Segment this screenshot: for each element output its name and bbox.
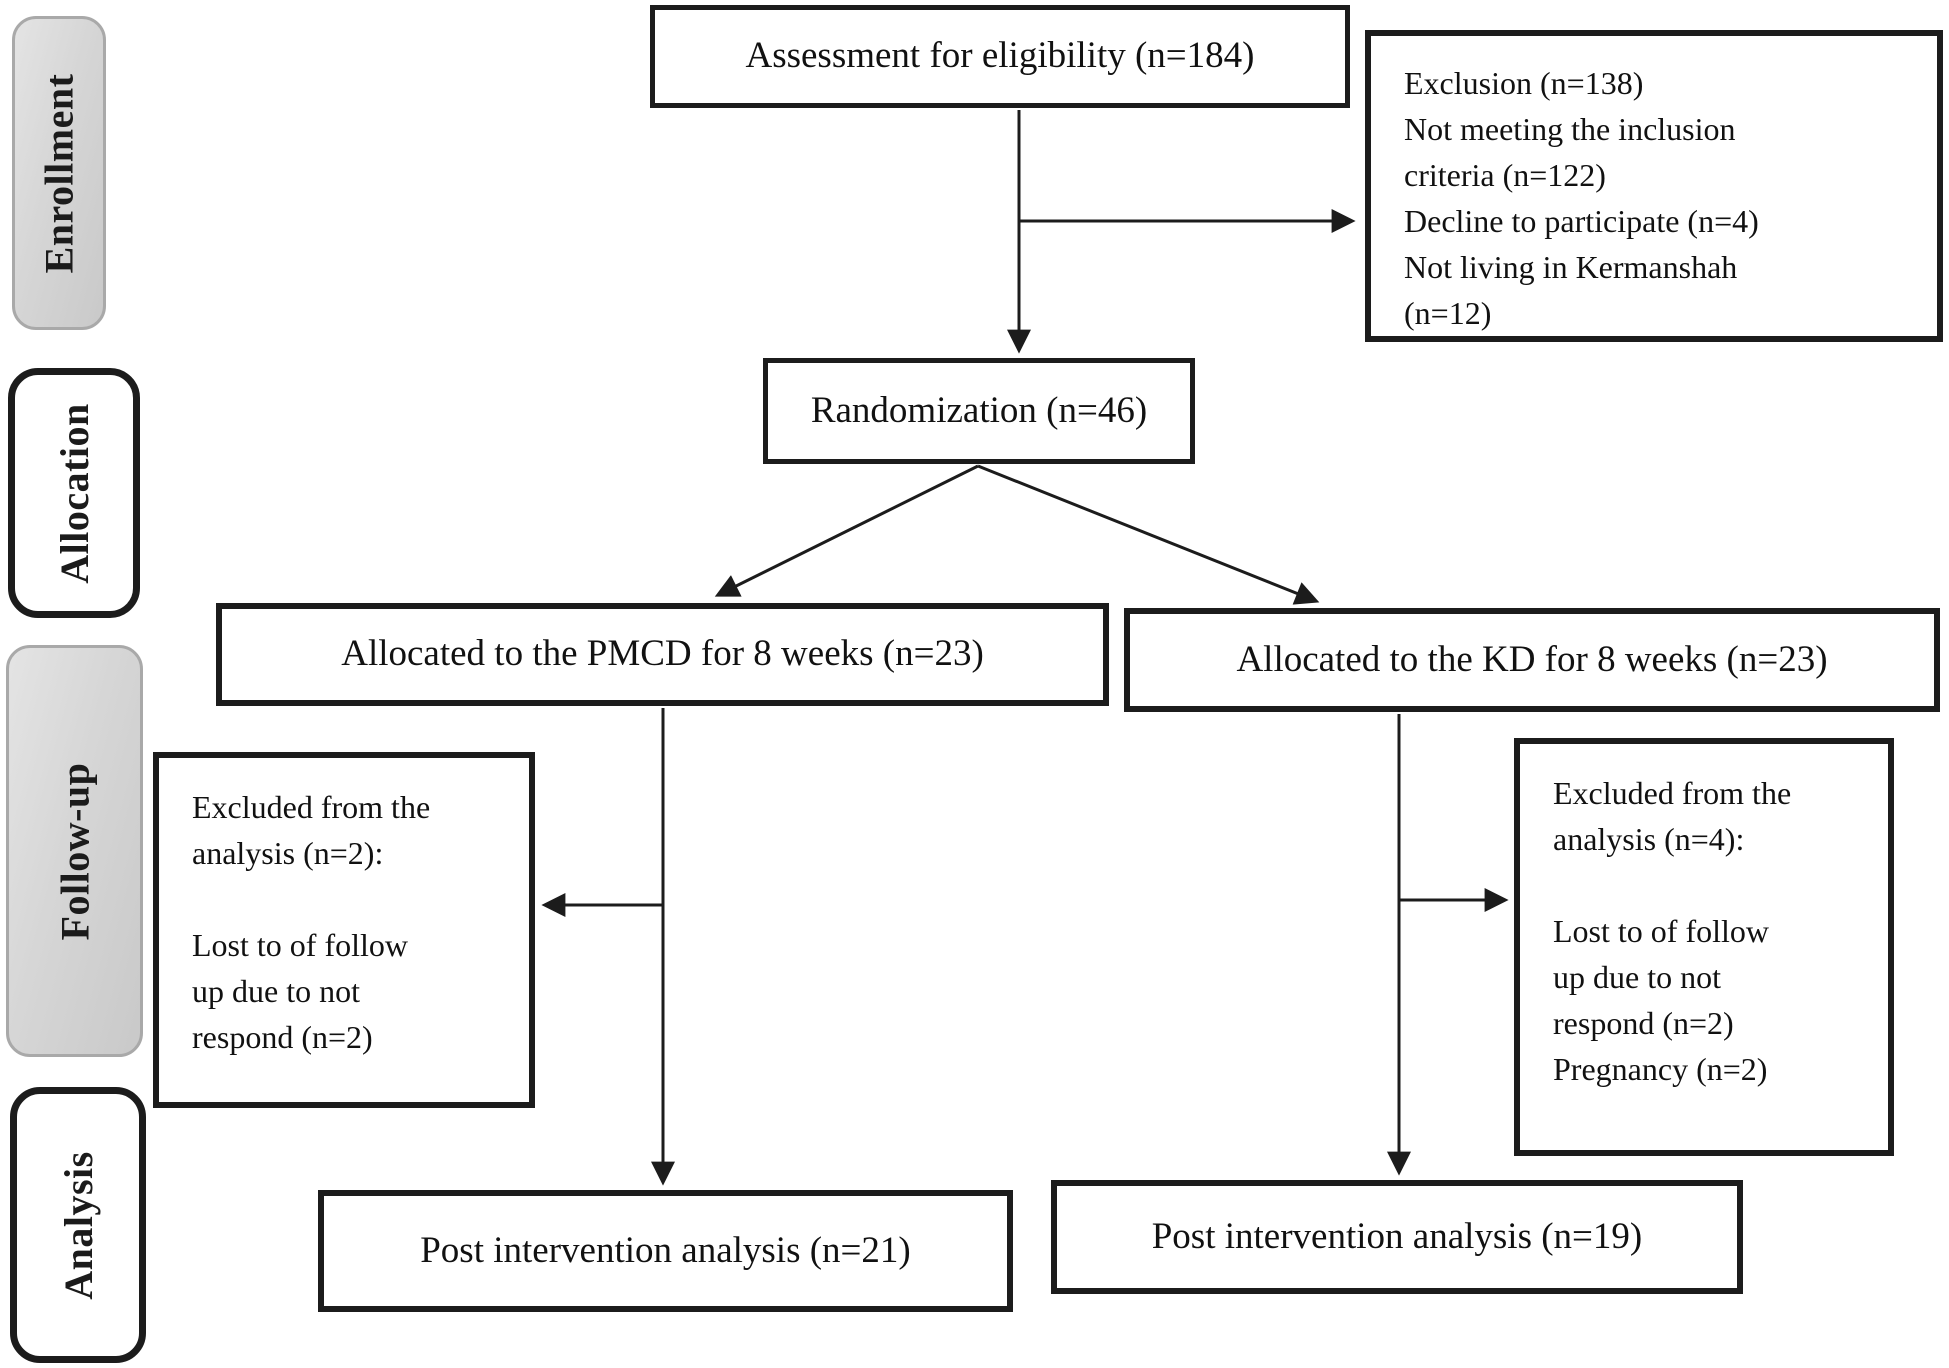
post-analysis-left-box: Post intervention analysis (n=21) <box>318 1190 1013 1312</box>
stage-label-allocation-text: Allocation <box>51 402 97 584</box>
allocation-kd-box: Allocated to the KD for 8 weeks (n=23) <box>1124 608 1940 712</box>
exclusion-box: Exclusion (n=138)Not meeting the inclusi… <box>1365 30 1943 342</box>
randomization-box: Randomization (n=46) <box>763 358 1195 464</box>
allocation-pmcd-box: Allocated to the PMCD for 8 weeks (n=23) <box>216 603 1109 706</box>
connector-randomization-to-pmcd <box>714 464 979 597</box>
stage-label-enrollment-text: Enrollment <box>36 73 82 273</box>
stage-label-followup-text: Follow-up <box>52 762 98 940</box>
stage-label-allocation: Allocation <box>8 368 140 618</box>
post-analysis-right-box: Post intervention analysis (n=19) <box>1051 1180 1743 1294</box>
stage-label-followup: Follow-up <box>6 645 143 1057</box>
connector-randomization-to-kd <box>977 464 1320 605</box>
stage-label-analysis: Analysis <box>10 1087 146 1363</box>
stage-label-enrollment: Enrollment <box>12 16 106 330</box>
assessment-box: Assessment for eligibility (n=184) <box>650 5 1350 108</box>
stage-label-analysis-text: Analysis <box>55 1150 101 1300</box>
